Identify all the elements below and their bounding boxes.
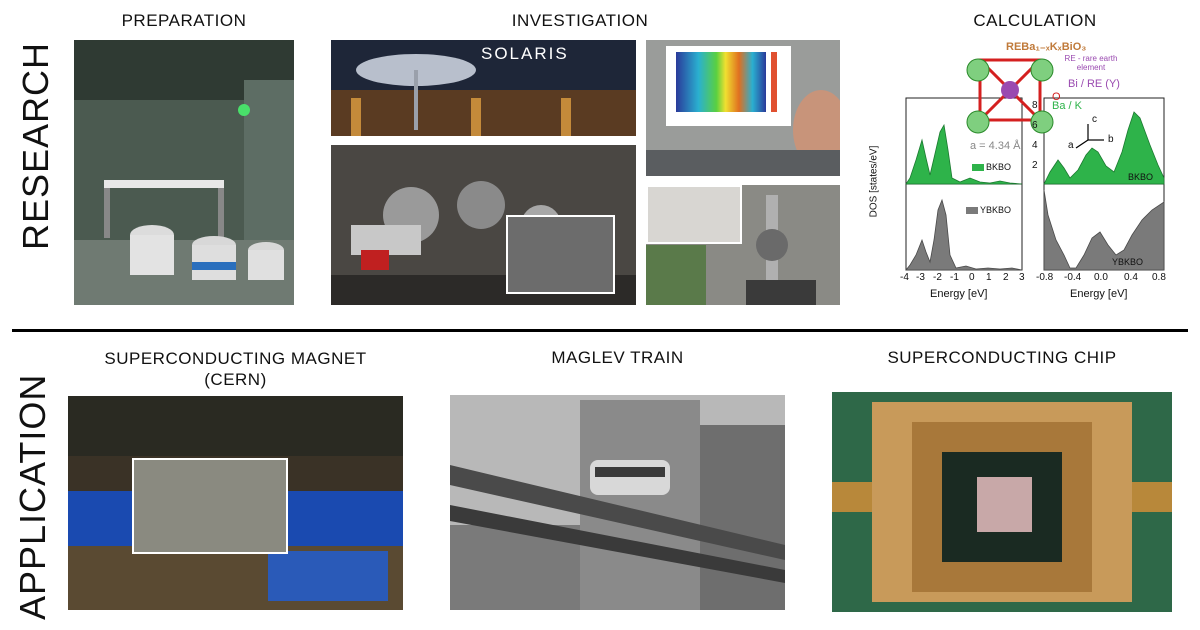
tick: -0.8: [1036, 272, 1054, 283]
tick: 0.8: [1152, 272, 1166, 283]
lattice-constant: a = 4.34 Å: [970, 140, 1021, 152]
tick: 6: [1032, 120, 1038, 131]
tick: 2: [1032, 160, 1038, 171]
sample-inset-photo: [646, 185, 742, 244]
tick: 0.4: [1124, 272, 1138, 283]
lab-illustration: [74, 40, 294, 305]
tick: -4: [900, 272, 909, 283]
bkbo-right-curve: [1043, 111, 1165, 185]
maglev-title: MAGLEV TRAIN: [551, 348, 684, 367]
xlabel-right: Energy [eV]: [1070, 288, 1128, 300]
axis-b-label: b: [1108, 134, 1114, 145]
chip-title: SUPERCONDUCTING CHIP: [887, 348, 1117, 367]
magnet-title-line1: SUPERCONDUCTING MAGNET: [104, 349, 367, 368]
legend-ybkbo-left: YBKBO: [980, 205, 1012, 215]
tick: 2: [1003, 272, 1009, 283]
scientist-screen-photo: [646, 40, 840, 176]
application-side-label: APPLICATION: [12, 373, 53, 620]
tick: -1: [950, 272, 959, 283]
cern-magnet-photo: [68, 396, 403, 610]
tick: -3: [916, 272, 925, 283]
diffractometer-photo: [646, 185, 840, 305]
tick: 0.0: [1094, 272, 1108, 283]
tick: 3: [1019, 272, 1025, 283]
solaris-synchrotron-photo: SOLARIS: [331, 40, 636, 136]
magnet-title: SUPERCONDUCTING MAGNET (CERN): [68, 348, 403, 390]
preparation-title: PREPARATION: [121, 11, 247, 30]
dos-ylabel: DOS [states/eV]: [868, 145, 880, 218]
research-side-label: RESEARCH: [15, 41, 56, 250]
lattice-axes: [1075, 124, 1104, 149]
o-label: O: [1052, 91, 1061, 103]
tick: 4: [1032, 140, 1038, 151]
tick: 0: [969, 272, 975, 283]
solaris-sign: SOLARIS: [481, 44, 569, 63]
ba-k-label: Ba / K: [1052, 100, 1082, 112]
legend-ybkbo-right: YBKBO: [1112, 257, 1144, 267]
ybkbo-left-curve: [905, 198, 1023, 271]
rare-earth-note: RE - rare earth element: [1064, 54, 1118, 72]
tick: -2: [933, 272, 942, 283]
bkbo-left-curve: [905, 123, 1023, 185]
vacuum-chamber-photo: [331, 145, 636, 305]
formula-label: REBa₁₋ₓKₓBiO₃: [1006, 41, 1087, 53]
maglev-train-photo: [450, 395, 785, 610]
xlabel-left: Energy [eV]: [930, 288, 988, 300]
investigation-title: INVESTIGATION: [511, 11, 649, 30]
dos-figure: REBa₁₋ₓKₓBiO₃ RE - rare earth element Bi…: [868, 40, 1188, 330]
superconducting-chip-photo: [832, 392, 1172, 612]
bi-re-label: Bi / RE (Y): [1068, 78, 1120, 90]
axis-c-label: c: [1092, 114, 1097, 125]
tick: 1: [986, 272, 992, 283]
crystal-structure: [966, 58, 1054, 134]
calculation-title: CALCULATION: [973, 11, 1097, 30]
chamber-inset-photo: [506, 215, 615, 294]
legend-bkbo-left: BKBO: [986, 162, 1012, 172]
section-divider: [12, 329, 1188, 332]
ybkbo-right-curve: [1043, 189, 1165, 271]
axis-a-label: a: [1068, 140, 1074, 151]
dos-plot-svg: [905, 58, 1165, 271]
tick: -0.4: [1064, 272, 1082, 283]
cern-inset-photo: [132, 458, 288, 554]
right-y-ticks: 8 6 4 2: [1032, 100, 1042, 180]
magnet-title-line2: (CERN): [204, 370, 267, 389]
tick: 8: [1032, 100, 1038, 111]
preparation-lab-photo: [74, 40, 294, 305]
legend-bkbo-right: BKBO: [1128, 172, 1154, 182]
